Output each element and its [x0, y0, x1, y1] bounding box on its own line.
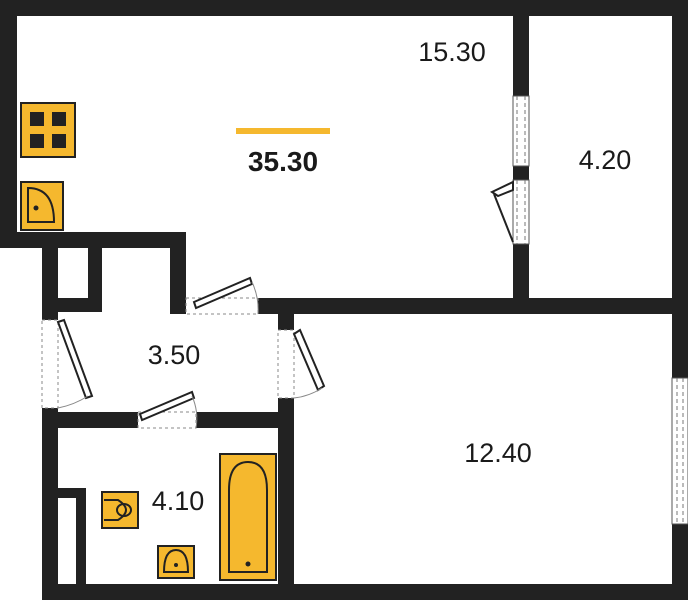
wall-hall-bedroom-lower: [278, 398, 294, 600]
wall-bath-inner: [58, 488, 82, 498]
wall-left-upper: [0, 0, 17, 248]
wall-bath-top-left: [42, 412, 138, 428]
wall-hall-bedroom-upper: [278, 298, 294, 330]
wall-left-bottom: [42, 408, 58, 600]
wall-bath-inner-v: [76, 488, 86, 584]
wall-bath-top-right: [196, 412, 294, 428]
wall-balcony-lower: [513, 244, 529, 314]
door-bathroom: [137, 390, 198, 429]
wall-hall-top: [42, 232, 184, 248]
wall-top: [0, 0, 688, 16]
room-area-bedroom: 12.40: [464, 438, 532, 468]
total-area-label: 35.30: [248, 146, 318, 177]
wall-bedroom-top-right: [513, 298, 688, 314]
wall-right-upper: [672, 0, 688, 378]
room-area-kitchen-living: 15.30: [418, 37, 486, 67]
stove-icon: [20, 102, 76, 158]
wall-hall-kitchen: [170, 232, 186, 314]
room-area-bathroom: 4.10: [152, 486, 205, 516]
wall-closet-bottom: [42, 298, 102, 312]
window-bedroom: [671, 377, 688, 525]
washbasin-icon: [157, 545, 195, 579]
windows: [512, 95, 688, 525]
wall-balcony-upper: [513, 0, 529, 96]
door-bedroom: [277, 328, 326, 399]
wall-closet-right: [88, 232, 102, 312]
wall-balcony-mid: [513, 166, 529, 180]
total-area-accent-bar: [236, 128, 330, 134]
wall-right-lower: [672, 524, 688, 600]
door-entrance: [41, 318, 94, 409]
window-balcony-lower: [512, 179, 530, 245]
bathtub-icon: [219, 453, 277, 581]
wall-bottom: [42, 584, 688, 600]
wall-bedroom-top: [258, 298, 529, 314]
door-kitchen: [185, 276, 259, 315]
toilet-icon: [101, 491, 139, 529]
window-balcony-door: [512, 95, 530, 167]
room-area-balcony: 4.20: [579, 145, 632, 175]
door-balcony: [489, 180, 514, 243]
room-area-hallway: 3.50: [148, 340, 201, 370]
doors: [41, 180, 514, 429]
sink-icon: [20, 181, 64, 231]
